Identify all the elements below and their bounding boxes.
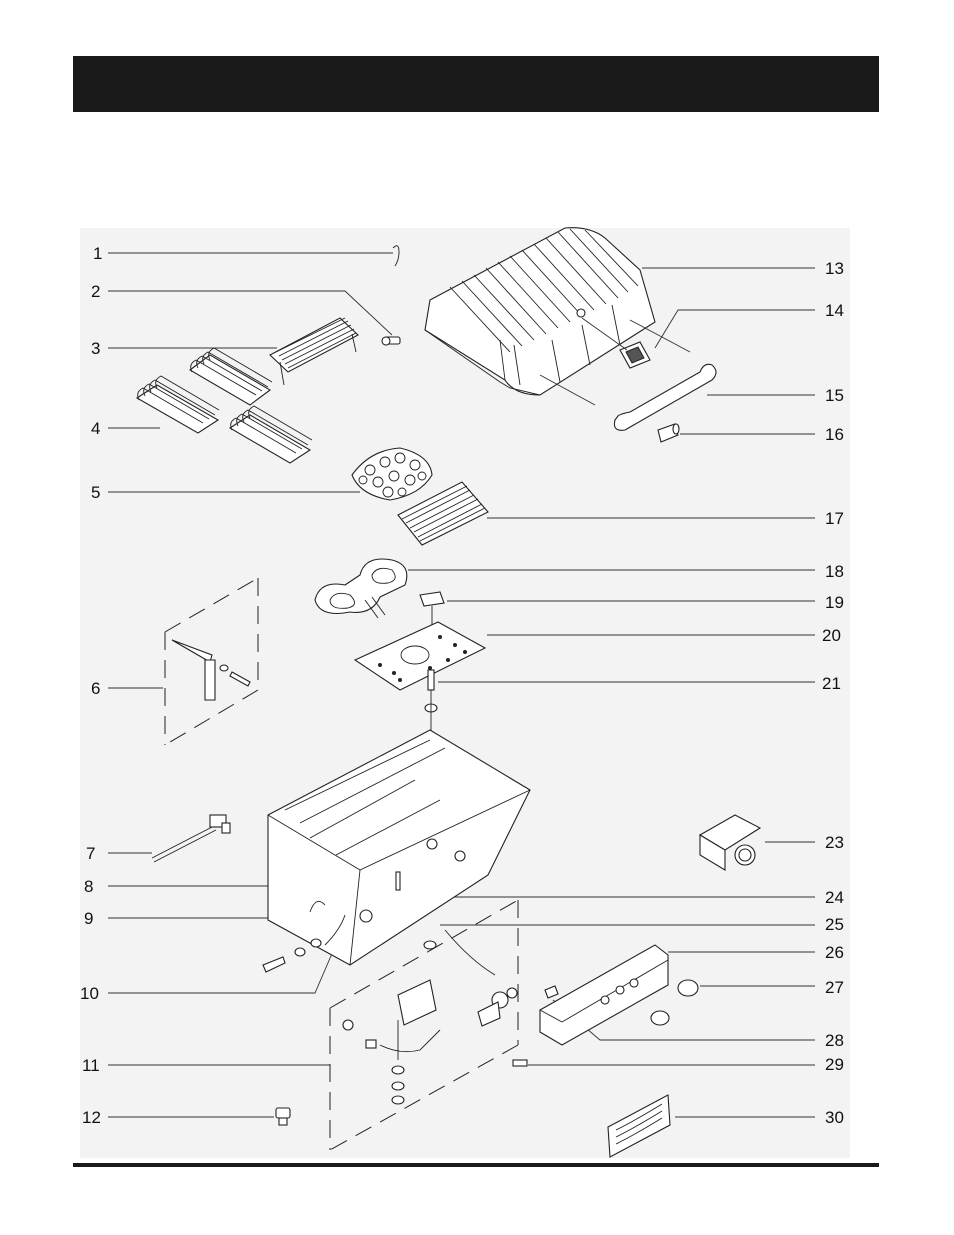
valve-bracket-part: [164, 577, 259, 746]
screw-part: [512, 1059, 528, 1067]
callout-21: 21: [822, 674, 841, 693]
callout-26: 26: [825, 943, 844, 962]
rock-grate-part: [397, 481, 489, 546]
callout-1: 1: [93, 244, 102, 263]
electrode-part: [419, 591, 445, 640]
callout-25: 25: [825, 915, 844, 934]
burner-part: [314, 558, 408, 619]
label-plate-part: [607, 1094, 671, 1158]
ignitor-part: [151, 814, 231, 863]
callout-23: 23: [825, 833, 844, 852]
knob-part: [275, 1107, 291, 1126]
leader-lines: [108, 252, 815, 1118]
callout-4: 4: [91, 419, 100, 438]
callout-16: 16: [825, 425, 844, 444]
cotter-pin-part: [392, 245, 400, 267]
callout-14: 14: [825, 301, 844, 320]
header-bar: [73, 56, 879, 112]
callout-3: 3: [91, 339, 100, 358]
callout-30: 30: [825, 1108, 844, 1127]
handle-spacer-part: [657, 423, 680, 443]
callout-20: 20: [822, 626, 841, 645]
cooking-grate-parts: [135, 347, 313, 464]
lid-part: [424, 227, 691, 406]
thermometer-bezel-part: [581, 317, 651, 369]
ignitor-module-part: [698, 814, 762, 871]
callout-15: 15: [825, 386, 844, 405]
callout-12: 12: [82, 1108, 101, 1127]
footer-rule: [73, 1163, 879, 1167]
callout-11: 11: [82, 1056, 100, 1075]
callout-5: 5: [91, 483, 100, 502]
callout-13: 13: [825, 259, 844, 278]
handle-part: [613, 363, 717, 431]
callout-10: 10: [80, 984, 99, 1003]
callout-24: 24: [825, 888, 844, 907]
control-panel-part: [539, 944, 669, 1046]
callout-29: 29: [825, 1055, 844, 1074]
callout-27: 27: [825, 978, 844, 997]
callout-labels: 1 2 3 4 5 6 7 8 9 10 11 12 13 14 15 16 1…: [80, 244, 844, 1127]
fastener-parts: [262, 900, 346, 973]
valve-assembly-part: [329, 899, 519, 1151]
callout-19: 19: [825, 593, 844, 612]
callout-28: 28: [825, 1031, 844, 1050]
callout-8: 8: [84, 877, 93, 896]
firebox-part: [267, 729, 531, 966]
callout-17: 17: [825, 509, 844, 528]
lava-rock-part: [351, 447, 433, 501]
control-knob-parts: [544, 979, 699, 1026]
bolt-part: [381, 336, 401, 346]
callout-6: 6: [91, 679, 100, 698]
callout-7: 7: [86, 844, 95, 863]
callout-9: 9: [84, 909, 93, 928]
callout-18: 18: [825, 562, 844, 581]
warming-rack-part: [269, 317, 359, 386]
callout-2: 2: [91, 282, 100, 301]
heat-plate-part: [353, 621, 487, 691]
